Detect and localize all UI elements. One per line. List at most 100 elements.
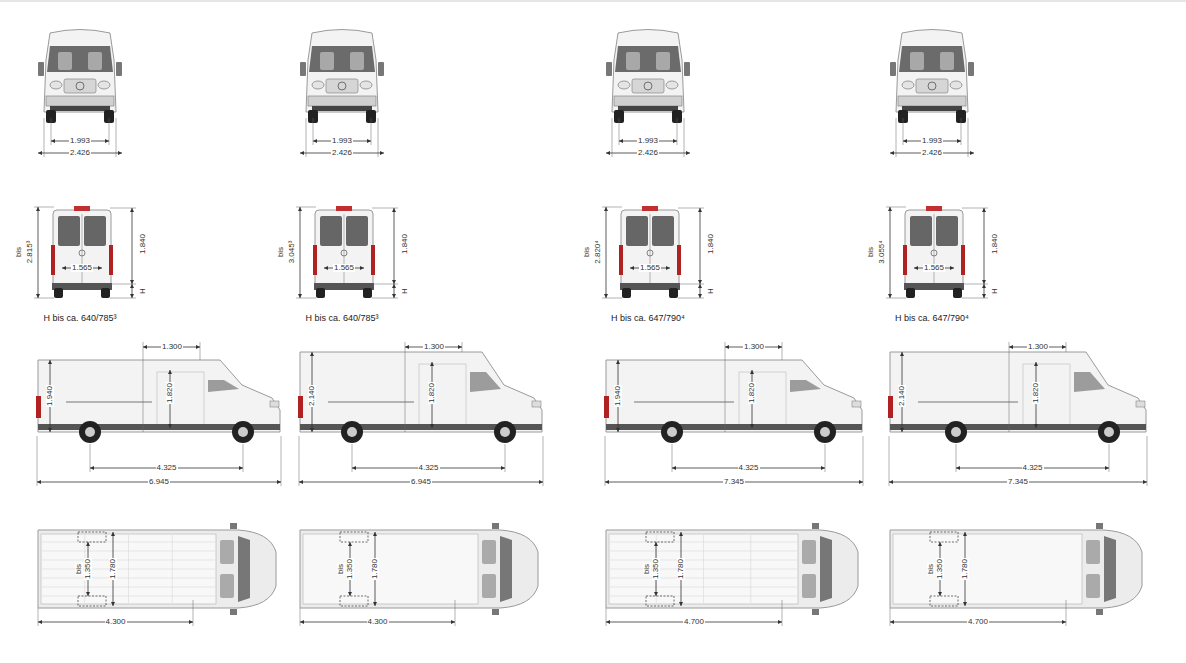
wheel: [101, 288, 110, 298]
dimension-label: 1.300: [161, 343, 183, 351]
extension-line: [306, 118, 307, 157]
seat: [802, 540, 816, 564]
wheel-arch: [930, 596, 958, 606]
wheel-hub: [85, 427, 95, 437]
dimension-label: 6.945: [410, 478, 432, 486]
extension-line: [612, 118, 613, 157]
extension-line: [38, 608, 39, 626]
sliding-door: [157, 372, 204, 428]
dimension-label: 3.055⁴: [878, 239, 886, 264]
dimension-label: bis: [337, 563, 345, 575]
van-front-body: [306, 30, 378, 113]
dimension-label: 1.940: [46, 385, 54, 407]
dimension-label: 3.045³: [288, 240, 296, 265]
headlight: [98, 81, 110, 89]
headlight: [360, 81, 372, 89]
extension-line: [782, 342, 783, 360]
cab-window: [208, 380, 239, 392]
dimension-label: 7.345: [723, 478, 745, 486]
rear-window: [58, 216, 80, 246]
wheel-arch: [646, 596, 674, 606]
sliding-door: [419, 364, 466, 428]
van-top-body: [38, 530, 276, 608]
wheel: [232, 421, 254, 443]
bumper: [46, 96, 114, 106]
wheel: [945, 421, 967, 443]
wheel-arch: [930, 532, 958, 542]
dimension-label: H: [139, 287, 147, 295]
dimension-label: 4.325: [1021, 464, 1043, 472]
dimension-label: 2.426: [637, 149, 659, 157]
footnote-label: H bis ca. 647/790⁴: [610, 314, 686, 323]
rear-window: [84, 216, 106, 246]
dimension-label: 1.993: [331, 137, 353, 145]
dimension-label: 4.325: [737, 464, 759, 472]
wheel-hub: [951, 427, 961, 437]
van-side-body: [890, 352, 1146, 432]
wheel: [316, 288, 325, 298]
seat: [58, 52, 72, 70]
dimension-label: 1.940: [614, 385, 622, 407]
taillight: [903, 245, 907, 275]
dimension-label: bis: [643, 563, 651, 575]
bumper: [308, 96, 376, 106]
extension-line: [34, 207, 54, 208]
headlight: [666, 81, 678, 89]
dimension-label: 1.565: [71, 264, 93, 272]
dimension-label: 2.140: [308, 385, 316, 407]
extension-line: [606, 608, 607, 626]
van-rear-body: [53, 210, 111, 288]
sliding-door: [739, 372, 786, 428]
seat: [910, 52, 924, 70]
mirror: [890, 62, 896, 76]
dimension-label: 1.780: [677, 558, 685, 580]
dimension-label: 1.780: [371, 558, 379, 580]
dimension-label: bis: [583, 246, 591, 258]
rear-window: [346, 216, 368, 246]
taillight: [961, 245, 965, 275]
wheel: [1098, 421, 1120, 443]
dimension-label: 2.820⁴: [594, 239, 602, 264]
van-front-body: [44, 30, 116, 113]
dimension-label: 2.815³: [26, 240, 34, 265]
lower-bumper: [50, 106, 110, 111]
van-top-body: [890, 530, 1142, 608]
wheel-hub: [500, 427, 510, 437]
floor-rail: [750, 535, 751, 603]
extension-line: [143, 342, 144, 432]
dimension-label: 1.993: [637, 137, 659, 145]
cargo-floor: [893, 534, 1082, 604]
seat: [350, 52, 364, 70]
extension-line: [1147, 436, 1148, 486]
extension-line: [863, 436, 864, 486]
van-rear-body: [905, 210, 963, 288]
dimension-label: 4.700: [683, 618, 705, 626]
dimension-line: [300, 207, 301, 298]
headlight: [1136, 401, 1145, 407]
wheel: [494, 421, 516, 443]
dimension-label: 2.426: [331, 149, 353, 157]
dimension-line: [984, 284, 985, 298]
extension-line: [44, 118, 45, 157]
windscreen: [1104, 536, 1116, 602]
star-emblem: [928, 82, 936, 90]
headlight: [270, 401, 279, 407]
extension-line: [602, 207, 622, 208]
door-split: [650, 214, 651, 284]
seat: [482, 574, 496, 598]
seat: [626, 52, 640, 70]
grille: [64, 79, 96, 93]
seat: [482, 540, 496, 564]
dimension-line: [700, 284, 701, 298]
star-emblem: [341, 250, 347, 256]
dimension-label: 4.300: [104, 618, 126, 626]
door-split: [344, 214, 345, 284]
dimension-label: bis: [867, 246, 875, 258]
windscreen: [500, 536, 512, 602]
wheel-hub: [820, 427, 830, 437]
star-emblem: [931, 250, 937, 256]
footnote-label: H bis ca. 640/785³: [304, 314, 379, 323]
dimension-line: [984, 208, 985, 284]
door-split: [82, 214, 83, 284]
dimension-label: 4.325: [155, 464, 177, 472]
